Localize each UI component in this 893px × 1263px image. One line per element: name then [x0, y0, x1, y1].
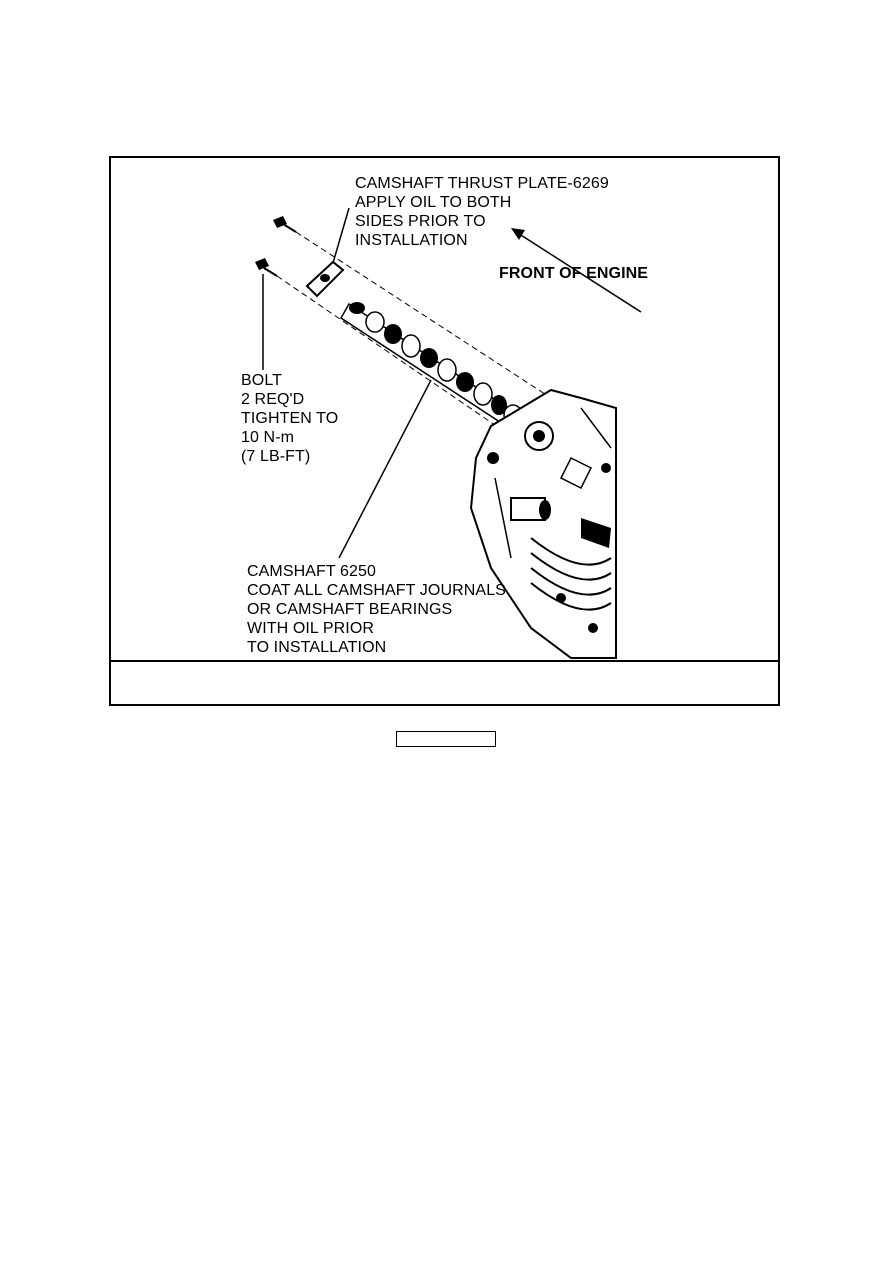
thrust-plate-label: CAMSHAFT THRUST PLATE-6269 APPLY OIL TO … — [355, 175, 609, 249]
thrust-plate-icon — [305, 260, 345, 298]
upper-bolt-icon — [273, 216, 297, 233]
engine-block-icon — [469, 388, 617, 659]
figure-caption-band — [111, 660, 778, 704]
front-arrow-icon — [511, 228, 642, 313]
lower-bolt-icon — [255, 258, 278, 277]
bolt-label: BOLT 2 REQ'D TIGHTEN TO 10 N-m (7 LB-FT) — [241, 372, 339, 465]
front-of-engine-label: FRONT OF ENGINE — [499, 265, 649, 282]
page-tag-box — [396, 731, 496, 747]
camshaft-icon — [339, 302, 523, 426]
camshaft-label: CAMSHAFT 6250 COAT ALL CAMSHAFT JOURNALS… — [247, 563, 506, 656]
figure-frame: CAMSHAFT THRUST PLATE-6269 APPLY OIL TO … — [109, 156, 780, 706]
camshaft-installation-illustration — [255, 207, 642, 659]
